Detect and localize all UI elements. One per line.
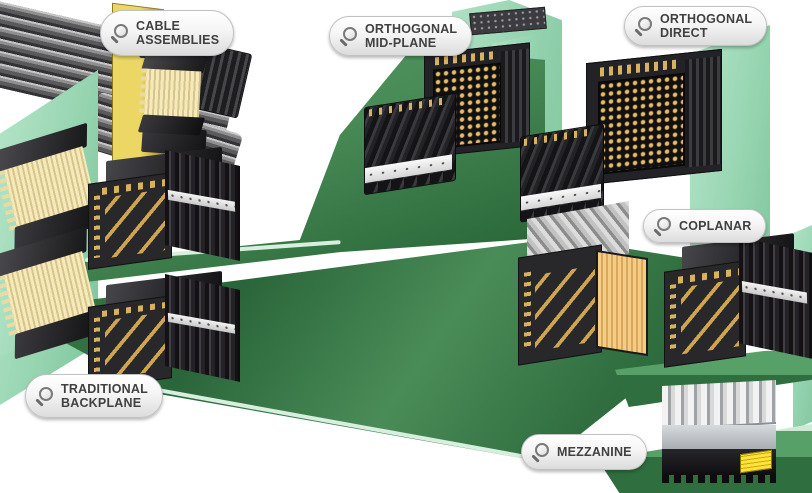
connector-coplanar-left <box>518 200 660 366</box>
magnifier-icon <box>653 217 671 235</box>
label-line: ORTHOGONAL <box>660 11 753 26</box>
magnifier-icon <box>110 24 128 42</box>
label-cable-assemblies[interactable]: CABLE ASSEMBLIES <box>100 10 235 56</box>
connector-traditional-backplane <box>88 270 240 390</box>
label-line: TRADITIONAL <box>61 381 148 396</box>
connector-coplanar-right <box>664 233 812 368</box>
gold-contact-column <box>523 271 531 352</box>
mezzanine-pins <box>662 475 776 483</box>
connector-housing-bottom <box>137 114 206 136</box>
gold-pin-grid <box>597 72 685 175</box>
organizer-stripe <box>741 280 808 304</box>
label-line: COPLANAR <box>679 218 752 233</box>
gold-contact-fan <box>535 265 595 352</box>
gold-contact-fan <box>105 189 165 259</box>
connector-direct-header <box>586 48 722 186</box>
connector-backplane-upper <box>88 146 240 270</box>
label-line: MEZZANINE <box>557 444 632 459</box>
connector-gold-face <box>88 171 173 270</box>
connector-side-ribs <box>684 55 721 168</box>
gold-contact-fan <box>680 279 739 355</box>
gold-contact-column <box>669 284 677 355</box>
label-text: CABLE ASSEMBLIES <box>136 19 219 48</box>
connector-mezzanine-stack <box>662 380 776 483</box>
connector-cable-assembly <box>137 52 209 137</box>
label-text: MEZZANINE <box>557 445 632 459</box>
label-text: TRADITIONAL BACKPLANE <box>61 382 148 411</box>
connector-wafer-ribs <box>165 150 240 262</box>
yellow-label-chip <box>739 449 772 473</box>
label-line: ORTHOGONAL <box>365 21 458 36</box>
magnifier-icon <box>531 443 549 461</box>
connector-wafer-ribs <box>738 237 812 359</box>
connector-gold-face <box>518 244 603 366</box>
magnifier-icon <box>634 17 652 35</box>
label-line: DIRECT <box>660 26 708 40</box>
magnifier-icon <box>339 27 357 45</box>
label-text: ORTHOGONAL MID-PLANE <box>365 22 457 51</box>
connector-midplane-wafer <box>364 92 456 196</box>
gold-contact-fan <box>105 311 165 379</box>
connector-wafer-ribs <box>165 274 240 382</box>
label-line: CABLE <box>136 18 181 33</box>
label-text: ORTHOGONAL DIRECT <box>660 12 752 41</box>
magnifier-icon <box>35 387 53 405</box>
label-traditional-backplane[interactable]: TRADITIONAL BACKPLANE <box>25 374 163 418</box>
gold-contact-column <box>93 194 101 258</box>
mezzanine-metal-body <box>662 425 776 449</box>
organizer-stripe <box>167 190 236 212</box>
connector-wafer-face <box>143 68 201 120</box>
label-orthogonal-mid-plane[interactable]: ORTHOGONAL MID-PLANE <box>329 16 473 56</box>
connector-side-ribs <box>500 48 529 144</box>
gold-contact-column <box>93 317 101 379</box>
label-text: COPLANAR <box>679 219 751 233</box>
mezzanine-base <box>662 449 776 475</box>
label-line: MID-PLANE <box>365 36 437 50</box>
label-orthogonal-direct[interactable]: ORTHOGONAL DIRECT <box>624 6 768 46</box>
contact-wafer-field <box>596 249 649 357</box>
mezzanine-castellated-top <box>662 380 776 430</box>
label-mezzanine[interactable]: MEZZANINE <box>521 434 647 470</box>
label-line: BACKPLANE <box>61 396 142 410</box>
label-coplanar[interactable]: COPLANAR <box>643 209 767 243</box>
connector-gold-face <box>664 260 746 368</box>
label-line: ASSEMBLIES <box>136 33 220 47</box>
organizer-stripe <box>167 312 236 334</box>
